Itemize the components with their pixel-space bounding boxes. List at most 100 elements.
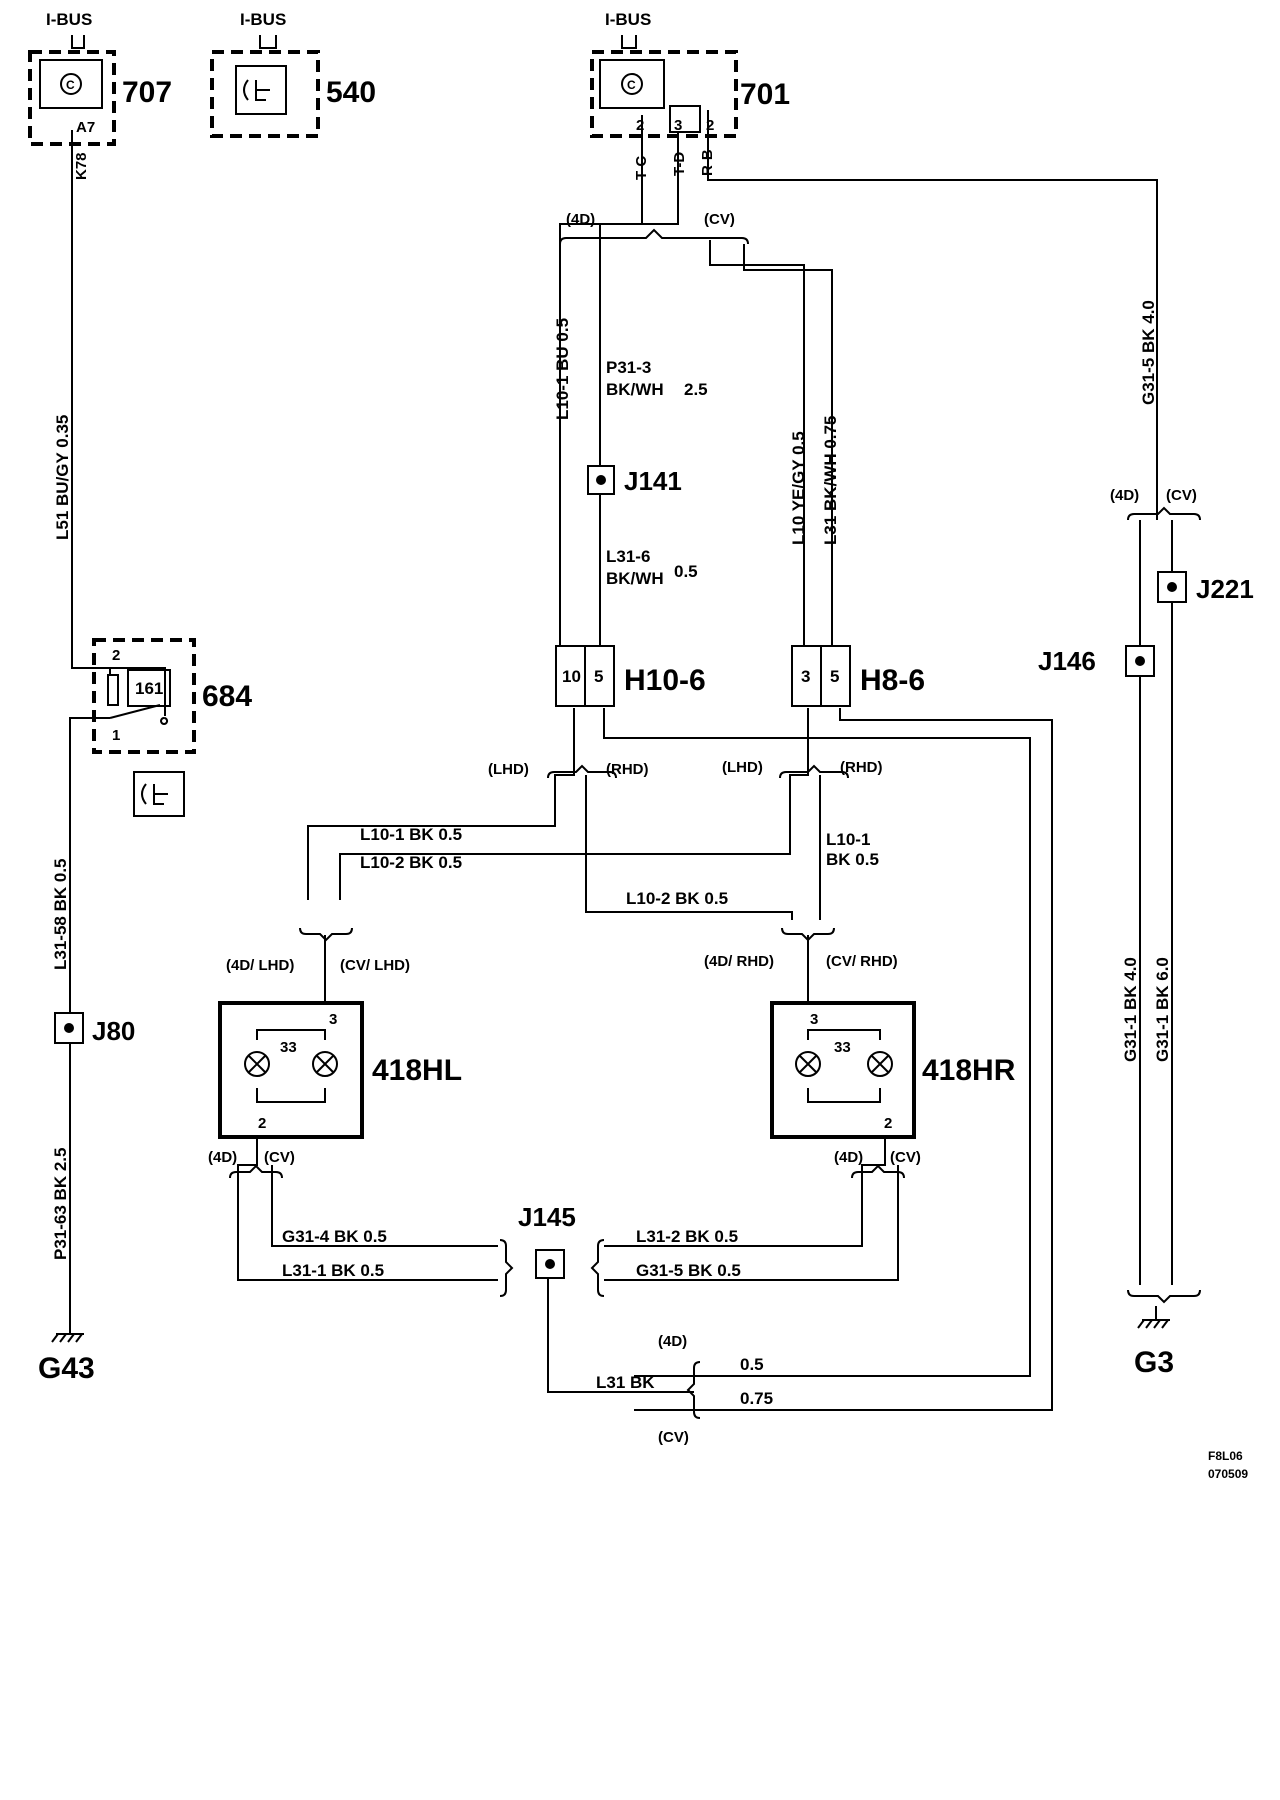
svg-text:G31-5 BK 0.5: G31-5 BK 0.5 — [636, 1261, 741, 1280]
svg-text:(4D/ RHD): (4D/ RHD) — [704, 953, 774, 970]
svg-text:(4D): (4D) — [658, 1333, 687, 1350]
svg-text:L10-2 BK 0.5: L10-2 BK 0.5 — [626, 889, 728, 908]
lamp-418hr[interactable]: 33 3 2 418HR — [770, 1001, 1016, 1139]
svg-text:K78: K78 — [73, 152, 90, 180]
svg-text:L10-1: L10-1 — [826, 830, 870, 849]
splice-label: J145 — [518, 1202, 576, 1232]
pin-label: 5 — [830, 667, 839, 686]
bus-label: I-BUS — [605, 10, 651, 29]
svg-text:L31-6: L31-6 — [606, 547, 650, 566]
svg-text:P31-63 BK 2.5: P31-63 BK 2.5 — [51, 1148, 70, 1260]
svg-text:C: C — [66, 78, 75, 92]
wires — [69, 110, 1173, 1411]
ground-g43[interactable]: G43 — [38, 1320, 95, 1385]
splice-j80[interactable]: J80 — [54, 1012, 135, 1046]
branch-marks — [229, 228, 1201, 1419]
ground-icon — [51, 1320, 84, 1343]
component-label: 684 — [202, 680, 252, 713]
bus-label: I-BUS — [46, 10, 92, 29]
svg-text:C: C — [627, 78, 636, 92]
splice-label: J141 — [624, 466, 682, 496]
pin-label: A7 — [76, 119, 95, 136]
svg-text:P31-3: P31-3 — [606, 358, 651, 377]
light-icon — [141, 783, 168, 805]
component-701[interactable]: I-BUS C 2 3 2 T-C T-D R-B 701 — [590, 10, 790, 180]
svg-text:0.75: 0.75 — [740, 1389, 773, 1408]
svg-text:BK/WH: BK/WH — [606, 380, 664, 399]
lamp-label: 418HR — [922, 1054, 1016, 1087]
svg-text:BK 0.5: BK 0.5 — [826, 850, 879, 869]
connector-label: H8-6 — [860, 664, 925, 697]
relay-code: 161 — [135, 679, 163, 698]
svg-text:L10-1 BK 0.5: L10-1 BK 0.5 — [360, 825, 462, 844]
svg-text:L51 BU/GY 0.35: L51 BU/GY 0.35 — [53, 415, 72, 540]
splice-label: J221 — [1196, 574, 1254, 604]
svg-text:(4D/ LHD): (4D/ LHD) — [226, 957, 294, 974]
bulb-label: 33 — [834, 1039, 851, 1056]
bulb-label: 33 — [280, 1039, 297, 1056]
pin-label: 2 — [884, 1115, 892, 1132]
ground-g3[interactable]: G3 — [1134, 1306, 1174, 1379]
splice-j145[interactable]: J145 — [518, 1202, 576, 1279]
svg-text:(CV): (CV) — [890, 1149, 921, 1166]
component-label: 701 — [740, 78, 790, 111]
component-540[interactable]: I-BUS 540 — [210, 10, 376, 138]
svg-text:L10 YE/GY 0.5: L10 YE/GY 0.5 — [789, 431, 808, 545]
light-icon — [243, 79, 270, 101]
pin-label: 1 — [112, 727, 120, 744]
pin-label: 5 — [594, 667, 603, 686]
connector-h10-6[interactable]: 10 5 H10-6 — [555, 645, 706, 707]
svg-text:G31-5 BK 4.0: G31-5 BK 4.0 — [1139, 300, 1158, 405]
connector-h8-6[interactable]: 3 5 H8-6 — [791, 645, 925, 707]
svg-text:(LHD): (LHD) — [722, 759, 763, 776]
svg-text:L10-1 BU 0.5: L10-1 BU 0.5 — [553, 318, 572, 420]
lamp-label: 418HL — [372, 1054, 462, 1087]
component-707[interactable]: I-BUS C A7 707 — [28, 10, 172, 146]
lamp-418hl[interactable]: 33 3 2 418HL — [218, 1001, 462, 1139]
svg-text:0.5: 0.5 — [740, 1355, 764, 1374]
svg-text:(CV): (CV) — [1166, 487, 1197, 504]
svg-text:(4D): (4D) — [566, 211, 595, 228]
splice-j221[interactable]: J221 — [1157, 571, 1254, 604]
svg-text:(CV/ LHD): (CV/ LHD) — [340, 957, 410, 974]
ground-label: G3 — [1134, 1346, 1174, 1379]
svg-text:(4D): (4D) — [834, 1149, 863, 1166]
pin-label: 3 — [674, 117, 682, 134]
pin-label: 3 — [329, 1011, 337, 1028]
svg-text:(RHD): (RHD) — [840, 759, 883, 776]
pin-label: 10 — [562, 667, 581, 686]
pin-function: R-B — [699, 149, 716, 176]
pin-function: T-D — [671, 152, 688, 176]
svg-text:G31-1 BK 4.0: G31-1 BK 4.0 — [1121, 957, 1140, 1062]
svg-text:(LHD): (LHD) — [488, 761, 529, 778]
svg-text:L31-2 BK 0.5: L31-2 BK 0.5 — [636, 1227, 738, 1246]
bus-label: I-BUS — [240, 10, 286, 29]
pin-label: 3 — [810, 1011, 818, 1028]
svg-text:L31-58 BK 0.5: L31-58 BK 0.5 — [51, 859, 70, 971]
splice-label: J80 — [92, 1016, 135, 1046]
svg-text:BK/WH: BK/WH — [606, 569, 664, 588]
svg-text:2.5: 2.5 — [684, 380, 708, 399]
svg-text:0.5: 0.5 — [674, 562, 698, 581]
svg-text:L10-2 BK 0.5: L10-2 BK 0.5 — [360, 853, 462, 872]
connector-label: H10-6 — [624, 664, 706, 697]
svg-text:L31 BK: L31 BK — [596, 1373, 655, 1392]
component-684[interactable]: 161 2 1 684 — [92, 638, 252, 817]
pin-label: 2 — [706, 117, 714, 134]
svg-text:F8L06: F8L06 — [1208, 1449, 1243, 1463]
pin-label: 3 — [801, 667, 810, 686]
svg-text:(CV): (CV) — [658, 1429, 689, 1446]
pin-label: 2 — [636, 117, 644, 134]
svg-text:G31-1 BK 6.0: G31-1 BK 6.0 — [1153, 957, 1172, 1062]
splice-j141[interactable]: J141 — [587, 465, 682, 496]
splice-j146[interactable]: J146 — [1038, 645, 1155, 677]
pin-function: T-C — [633, 156, 650, 180]
svg-text:(RHD): (RHD) — [606, 761, 649, 778]
figure-code: F8L06 070509 — [1208, 1449, 1248, 1481]
pin-label: 2 — [258, 1115, 266, 1132]
svg-text:G31-4 BK 0.5: G31-4 BK 0.5 — [282, 1227, 387, 1246]
component-label: 540 — [326, 76, 376, 109]
pin-label: 2 — [112, 647, 120, 664]
svg-text:(CV): (CV) — [264, 1149, 295, 1166]
